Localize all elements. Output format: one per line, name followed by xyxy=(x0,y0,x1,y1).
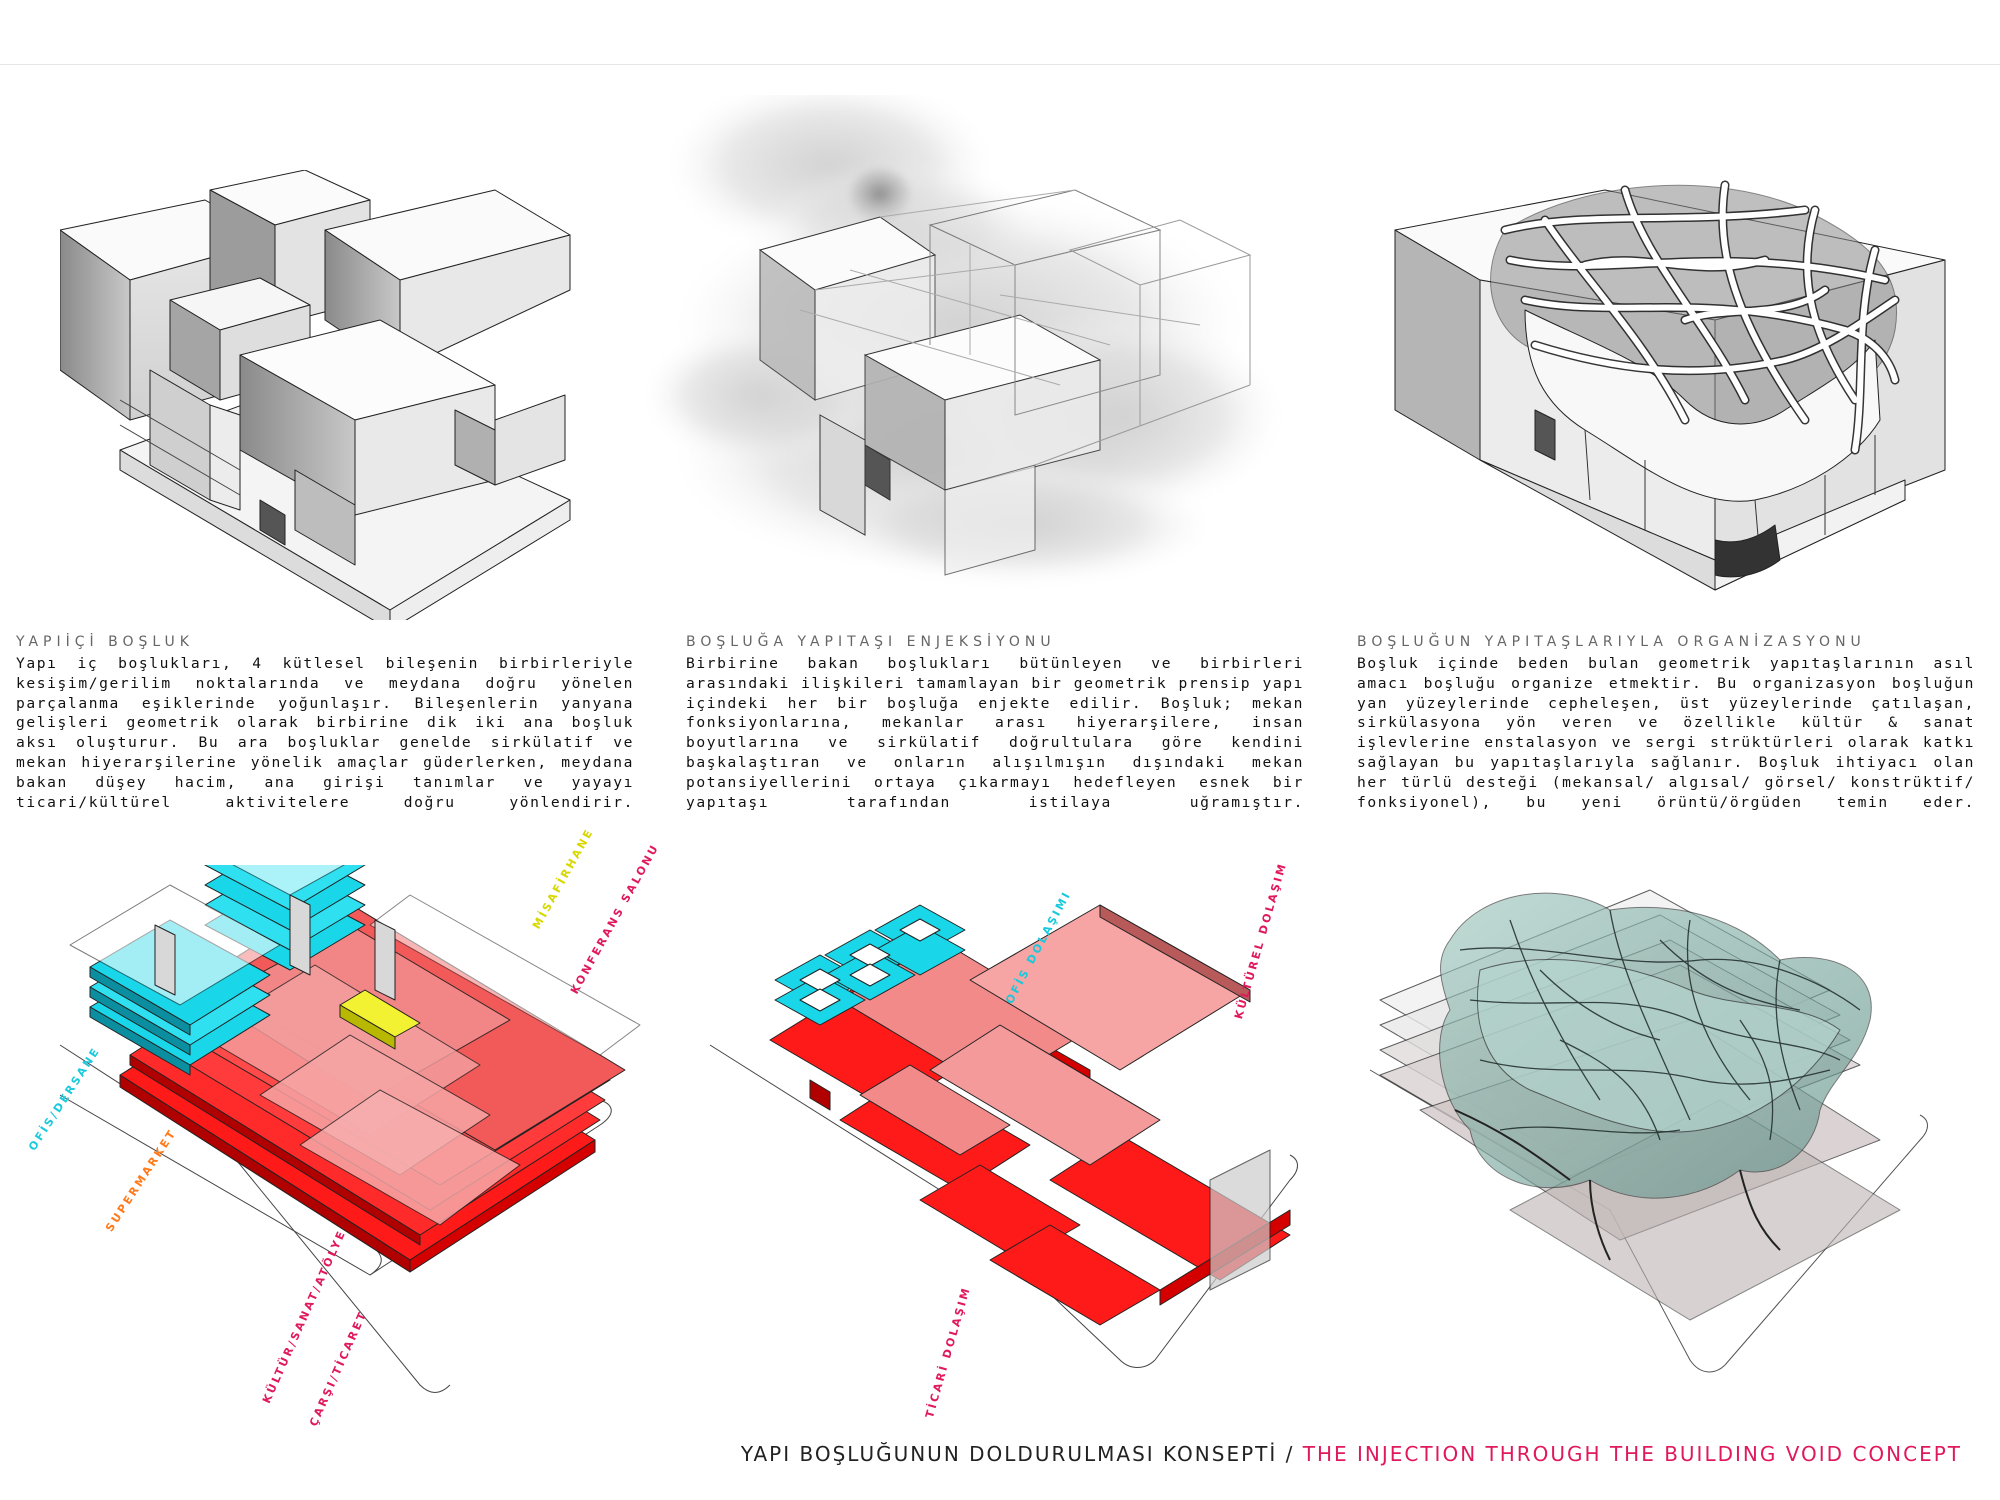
caption-body: Boşluk içinde beden bulan geometrik yapı… xyxy=(1357,655,1975,811)
diagram-function-layers xyxy=(40,865,680,1410)
caption-title: YAPIİÇİ BOŞLUK xyxy=(16,634,194,650)
diagram-glass-infill xyxy=(1360,880,1960,1395)
caption-bosluga-yapitasi-enjeksiyonu: BOŞLUĞA YAPITAŞI ENJEKSİYONU Birbirine b… xyxy=(686,634,1304,812)
caption-boslugun-organizasyonu: BOŞLUĞUN YAPITAŞLARIYLA ORGANİZASYONU Bo… xyxy=(1357,634,1975,812)
poster-title: YAPI BOŞLUĞUNUN DOLDURULMASI KONSEPTİ / … xyxy=(741,1442,1962,1466)
caption-title: BOŞLUĞA YAPITAŞI ENJEKSİYONU xyxy=(686,634,1056,650)
title-turkish: YAPI BOŞLUĞUNUN DOLDURULMASI KONSEPTİ xyxy=(740,1442,1278,1466)
caption-yapiici-bosluk: YAPIİÇİ BOŞLUK Yapı iç boşlukları, 4 küt… xyxy=(16,634,634,812)
diagram-void-injection xyxy=(640,95,1360,615)
top-divider xyxy=(0,64,2000,65)
diagram-void-massing xyxy=(60,170,600,620)
diagram-circulation xyxy=(690,880,1340,1390)
caption-title: BOŞLUĞUN YAPITAŞLARIYLA ORGANİZASYONU xyxy=(1357,634,1866,650)
diagram-void-organization xyxy=(1385,170,1965,620)
title-english: THE INJECTION THROUGH THE BUILDING VOID … xyxy=(1302,1442,1962,1466)
title-separator: / xyxy=(1285,1442,1295,1466)
caption-body: Yapı iç boşlukları, 4 kütlesel bileşenin… xyxy=(16,655,634,811)
caption-body: Birbirine bakan boşlukları bütünleyen ve… xyxy=(686,655,1304,811)
